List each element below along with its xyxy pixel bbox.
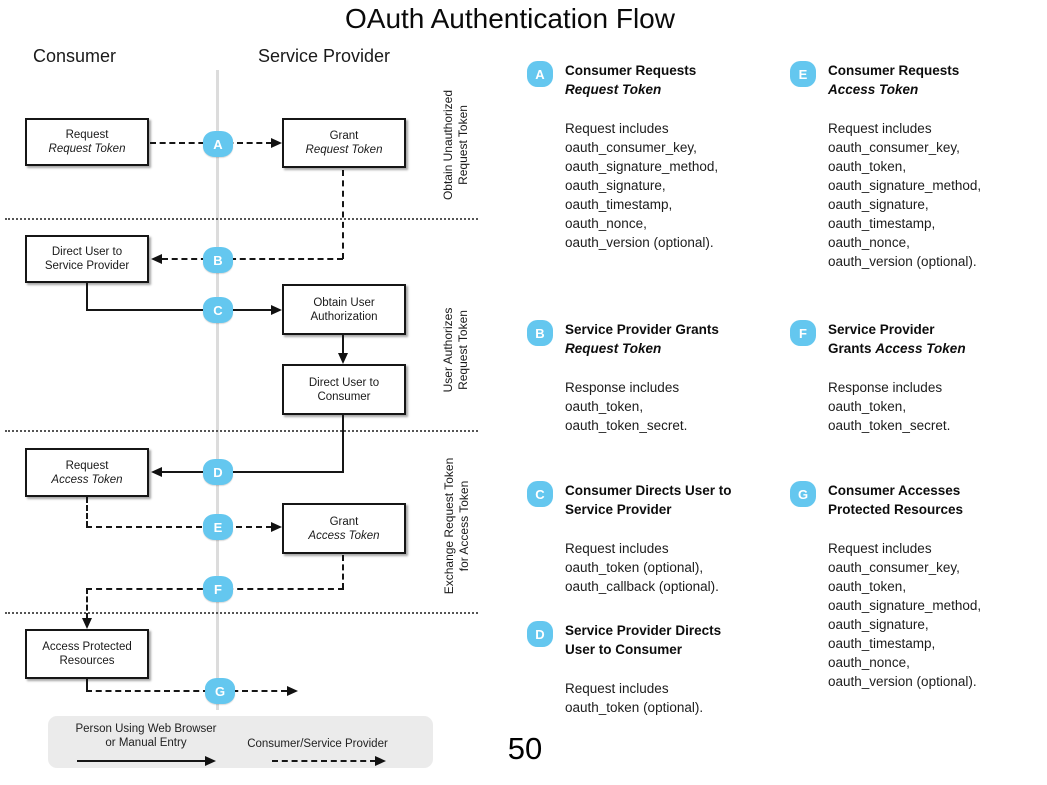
section-f: F Service Provider Grants Access Token R… [790, 320, 1040, 435]
box-grant-request-token: Grant Request Token [282, 118, 406, 168]
section-g-body: Request includes oauth_consumer_key, oau… [828, 541, 982, 689]
flow-line-e [86, 526, 272, 528]
section-badge-d: D [527, 621, 553, 647]
arrowhead-b-left [151, 254, 162, 264]
legend-solid-arrow [77, 760, 207, 762]
section-a: A Consumer Requests Request Token Reques… [527, 61, 785, 252]
section-c-heading: Consumer Directs User to Service Provide… [565, 483, 732, 517]
section-b-heading: Service Provider Grants Request Token [565, 322, 719, 356]
phase-separator [5, 612, 478, 614]
section-e-body: Request includes oauth_consumer_key, oau… [828, 121, 982, 269]
section-f-heading: Service Provider Grants Access Token [828, 322, 966, 356]
arrowhead-down-direct-user [338, 353, 348, 364]
lane-divider-line [216, 70, 219, 710]
legend-box [48, 716, 433, 768]
page-number: 50 [507, 731, 543, 766]
lane-header-consumer: Consumer [33, 46, 117, 66]
box-access-protected-resources: Access Protected Resources [25, 629, 149, 679]
flow-line-e-vertical [86, 497, 88, 527]
flow-badge-f: F [203, 576, 233, 602]
section-f-body: Response includes oauth_token, oauth_tok… [828, 380, 951, 433]
arrowhead-e-right [271, 522, 282, 532]
arrowhead-f-down [82, 618, 92, 629]
flow-line-d-vertical [342, 415, 344, 473]
section-b-body: Response includes oauth_token, oauth_tok… [565, 380, 688, 433]
phase-label-obtain-unauthorized: Obtain Unauthorized Request Token [441, 89, 470, 201]
section-badge-b: B [527, 320, 553, 346]
lane-header-service-provider: Service Provider [258, 46, 391, 66]
section-g: G Consumer Accesses Protected Resources … [790, 481, 1040, 691]
section-d-text: Service Provider Directs User to Consume… [565, 621, 721, 717]
box-request-access-token: Request Access Token [25, 448, 149, 497]
flow-line-auth-to-direct [342, 335, 344, 355]
section-c-text: Consumer Directs User to Service Provide… [565, 481, 732, 596]
flow-line-b [162, 258, 343, 260]
legend-dashed-arrowhead [375, 756, 386, 766]
flow-badge-b: B [203, 247, 233, 273]
section-f-text: Service Provider Grants Access Token Res… [828, 320, 966, 435]
flow-line-c [86, 309, 273, 311]
flow-badge-d: D [203, 459, 233, 485]
section-c-body: Request includes oauth_token (optional),… [565, 541, 719, 594]
flow-badge-e: E [203, 514, 233, 540]
section-e: E Consumer Requests Access Token Request… [790, 61, 1040, 271]
flow-line-b-vertical [342, 170, 344, 259]
flow-line-d [162, 471, 344, 473]
flow-line-f-vertical [342, 555, 344, 589]
section-d-body: Request includes oauth_token (optional). [565, 681, 704, 715]
box-grant-access-token: Grant Access Token [282, 503, 406, 554]
legend-dashed-arrow [272, 760, 376, 762]
section-b-text: Service Provider Grants Request Token Re… [565, 320, 719, 435]
flow-line-c-vertical [86, 283, 88, 311]
box-obtain-user-authorization: Obtain User Authorization [282, 284, 406, 335]
section-e-text: Consumer Requests Access Token Request i… [828, 61, 981, 271]
section-badge-a: A [527, 61, 553, 87]
section-badge-c: C [527, 481, 553, 507]
phase-label-user-authorizes: User Authorizes Request Token [441, 307, 470, 393]
box-request-request-token: Request Request Token [25, 118, 149, 166]
section-g-heading: Consumer Accesses Protected Resources [828, 483, 964, 517]
flow-badge-g: G [205, 678, 235, 704]
legend-solid-arrowhead [205, 756, 216, 766]
section-d-heading: Service Provider Directs User to Consume… [565, 623, 722, 657]
section-g-text: Consumer Accesses Protected Resources Re… [828, 481, 981, 691]
section-a-body: Request includes oauth_consumer_key, oau… [565, 121, 719, 250]
section-b: B Service Provider Grants Request Token … [527, 320, 785, 435]
arrowhead-c-right [271, 305, 282, 315]
arrowhead-g-right [287, 686, 298, 696]
flow-line-g [86, 690, 287, 692]
flow-line-g-tick [86, 679, 88, 691]
page-title: OAuth Authentication Flow [345, 3, 675, 34]
section-badge-g: G [790, 481, 816, 507]
section-e-heading: Consumer Requests Access Token [828, 63, 960, 97]
arrowhead-a-right [271, 138, 282, 148]
section-d: D Service Provider Directs User to Consu… [527, 621, 789, 717]
section-a-text: Consumer Requests Request Token Request … [565, 61, 718, 252]
phase-separator [5, 218, 478, 220]
flow-line-f-vertical2 [86, 588, 88, 619]
box-direct-user-to-consumer: Direct User to Consumer [282, 364, 406, 415]
section-badge-f: F [790, 320, 816, 346]
section-badge-e: E [790, 61, 816, 87]
flow-badge-c: C [203, 297, 233, 323]
flow-badge-a: A [203, 131, 233, 157]
phase-label-exchange-token: Exchange Request Token for Access Token [442, 457, 471, 595]
section-a-heading: Consumer Requests Request Token [565, 63, 697, 97]
section-c: C Consumer Directs User to Service Provi… [527, 481, 789, 596]
legend-label-dashed: Consumer/Service Provider [247, 738, 388, 750]
phase-separator [5, 430, 478, 432]
box-direct-user-to-service-provider: Direct User to Service Provider [25, 235, 149, 283]
arrowhead-d-left [151, 467, 162, 477]
legend-label-solid: Person Using Web Browser or Manual Entry [75, 723, 217, 749]
